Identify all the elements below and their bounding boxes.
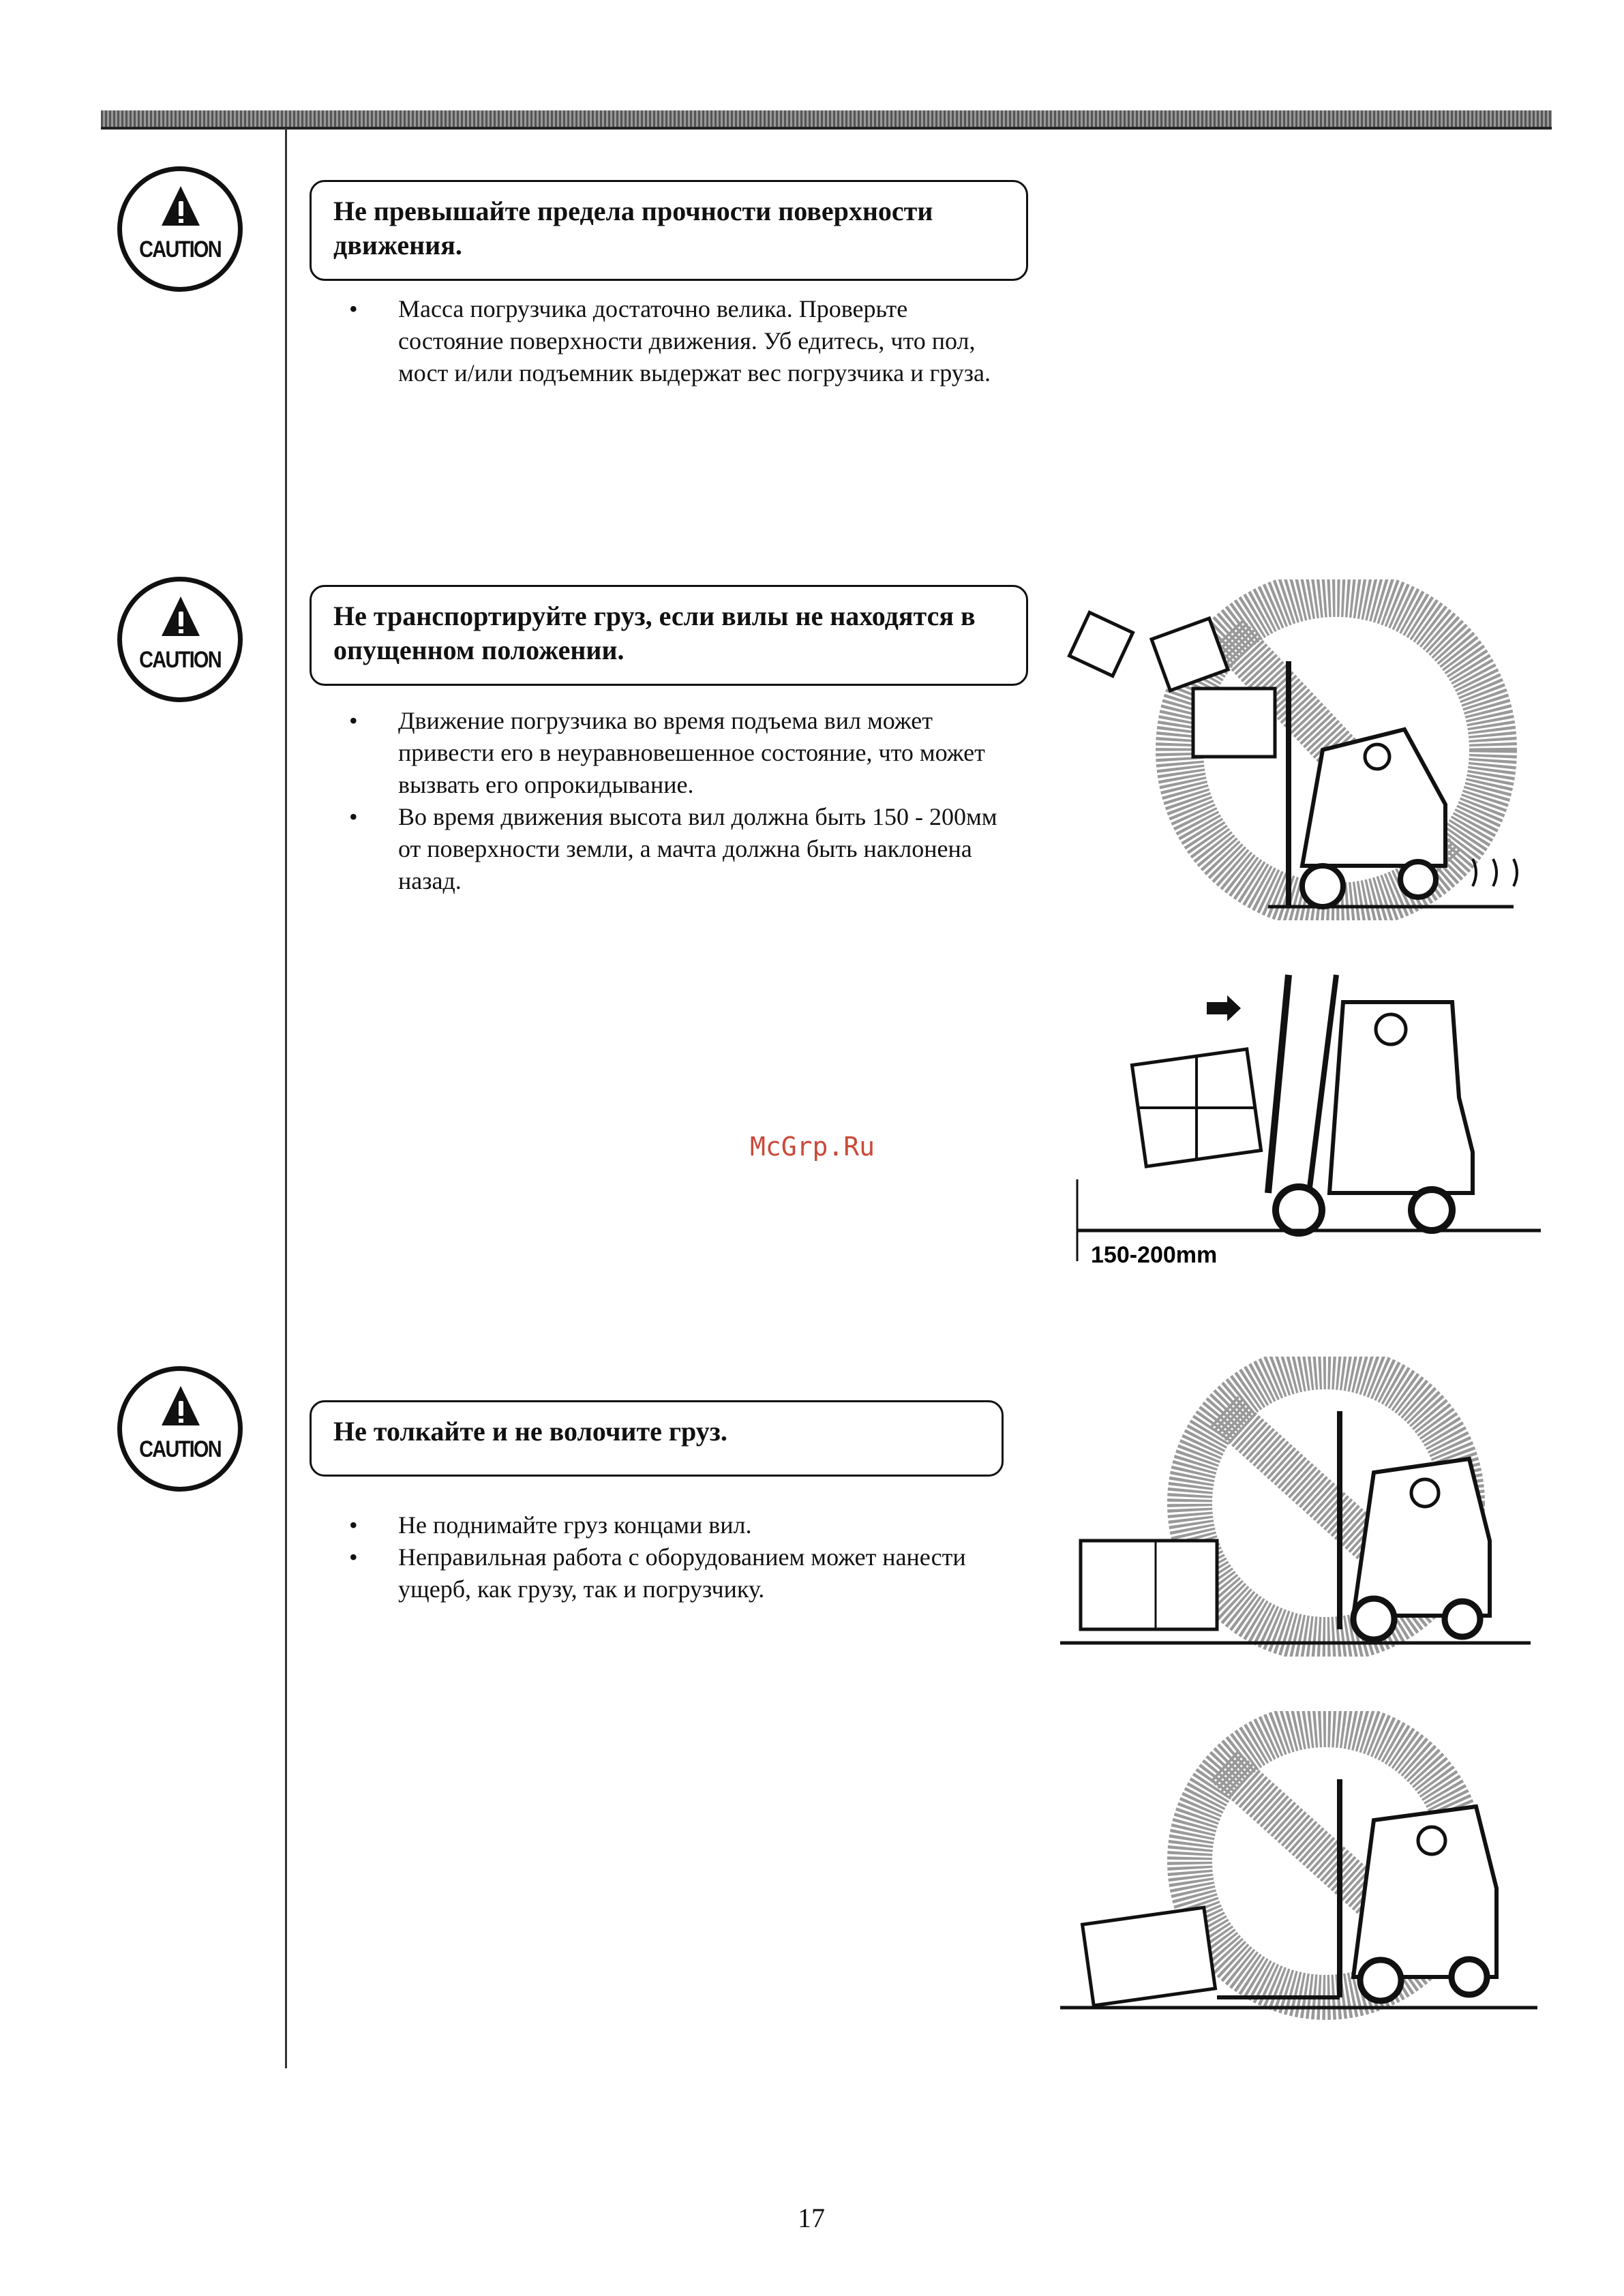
- top-rule: [101, 110, 1552, 130]
- list-item: Движение погрузчика во время подъема вил…: [341, 705, 1009, 801]
- bullet-list: Не поднимайте груз концами вил. Неправил…: [341, 1509, 1009, 1605]
- section-heading: Не толкайте и не волочите груз.: [310, 1400, 1004, 1477]
- caution-icon: CAUTION: [117, 1366, 243, 1492]
- caution-label: CAUTION: [139, 647, 222, 673]
- bullet-list: Движение погрузчика во время подъема вил…: [341, 705, 1009, 897]
- section-heading: Не транспортируйте груз, если вилы не на…: [310, 585, 1028, 686]
- list-item: Во время движения высота вил должна быть…: [341, 801, 1009, 897]
- forklift-pushing-load-prohibited-illustration: [1053, 1357, 1544, 1657]
- watermark: McGrp.Ru: [750, 1132, 875, 1162]
- forklift-raised-forks-prohibited-illustration: [1064, 579, 1541, 920]
- bullet-list: Масса погрузчика достаточно велика. Пров…: [341, 293, 1009, 389]
- fork-height-label: 150-200mm: [1091, 1242, 1217, 1268]
- list-item: Не поднимайте груз концами вил.: [341, 1509, 1009, 1541]
- forklift-fork-height-illustration: 150-200mm: [1064, 961, 1541, 1275]
- caution-icon: CAUTION: [117, 166, 243, 292]
- caution-label: CAUTION: [139, 237, 222, 262]
- list-item: Неправильная работа с оборудованием може…: [341, 1541, 1009, 1605]
- caution-label: CAUTION: [139, 1436, 222, 1462]
- page-number: 17: [798, 2203, 825, 2233]
- list-item: Масса погрузчика достаточно велика. Пров…: [341, 293, 1009, 389]
- left-margin-rule: [285, 128, 287, 2068]
- section-heading: Не превышайте предела прочности поверхно…: [310, 180, 1028, 281]
- caution-icon: CAUTION: [117, 577, 243, 702]
- forklift-dragging-load-prohibited-illustration: [1053, 1711, 1544, 2025]
